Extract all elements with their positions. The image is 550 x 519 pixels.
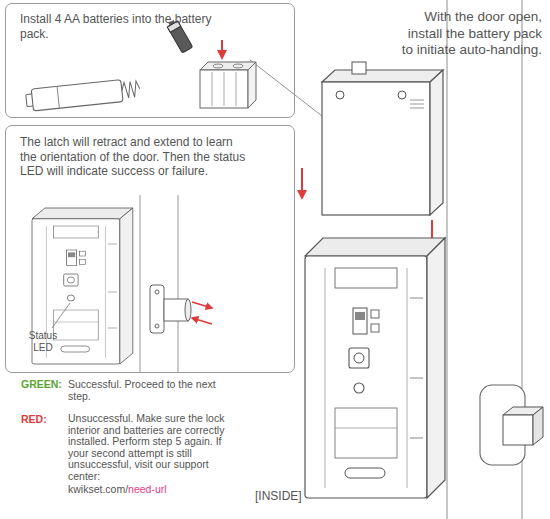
- status-color: GREEN:: [21, 378, 67, 390]
- support-url: kwikset.com/: [68, 483, 128, 495]
- status-note: Successful. Proceed to the next step.: [68, 378, 223, 402]
- status-note: Unsuccessful. Make sure the lock interio…: [68, 413, 236, 483]
- instruction-panel: Install 4 AA batteries into the battery …: [5, 3, 295, 118]
- support-url: need-url: [128, 483, 167, 495]
- view-label: [INSIDE]: [255, 489, 335, 503]
- instruction-text: Install 4 AA batteries into the battery …: [20, 12, 220, 41]
- status-color: RED:: [21, 413, 67, 425]
- step-instruction: With the door open, install the battery …: [398, 9, 542, 59]
- part-label: Status LED: [20, 330, 66, 353]
- instruction-text: The latch will retract and extend to lea…: [20, 135, 252, 179]
